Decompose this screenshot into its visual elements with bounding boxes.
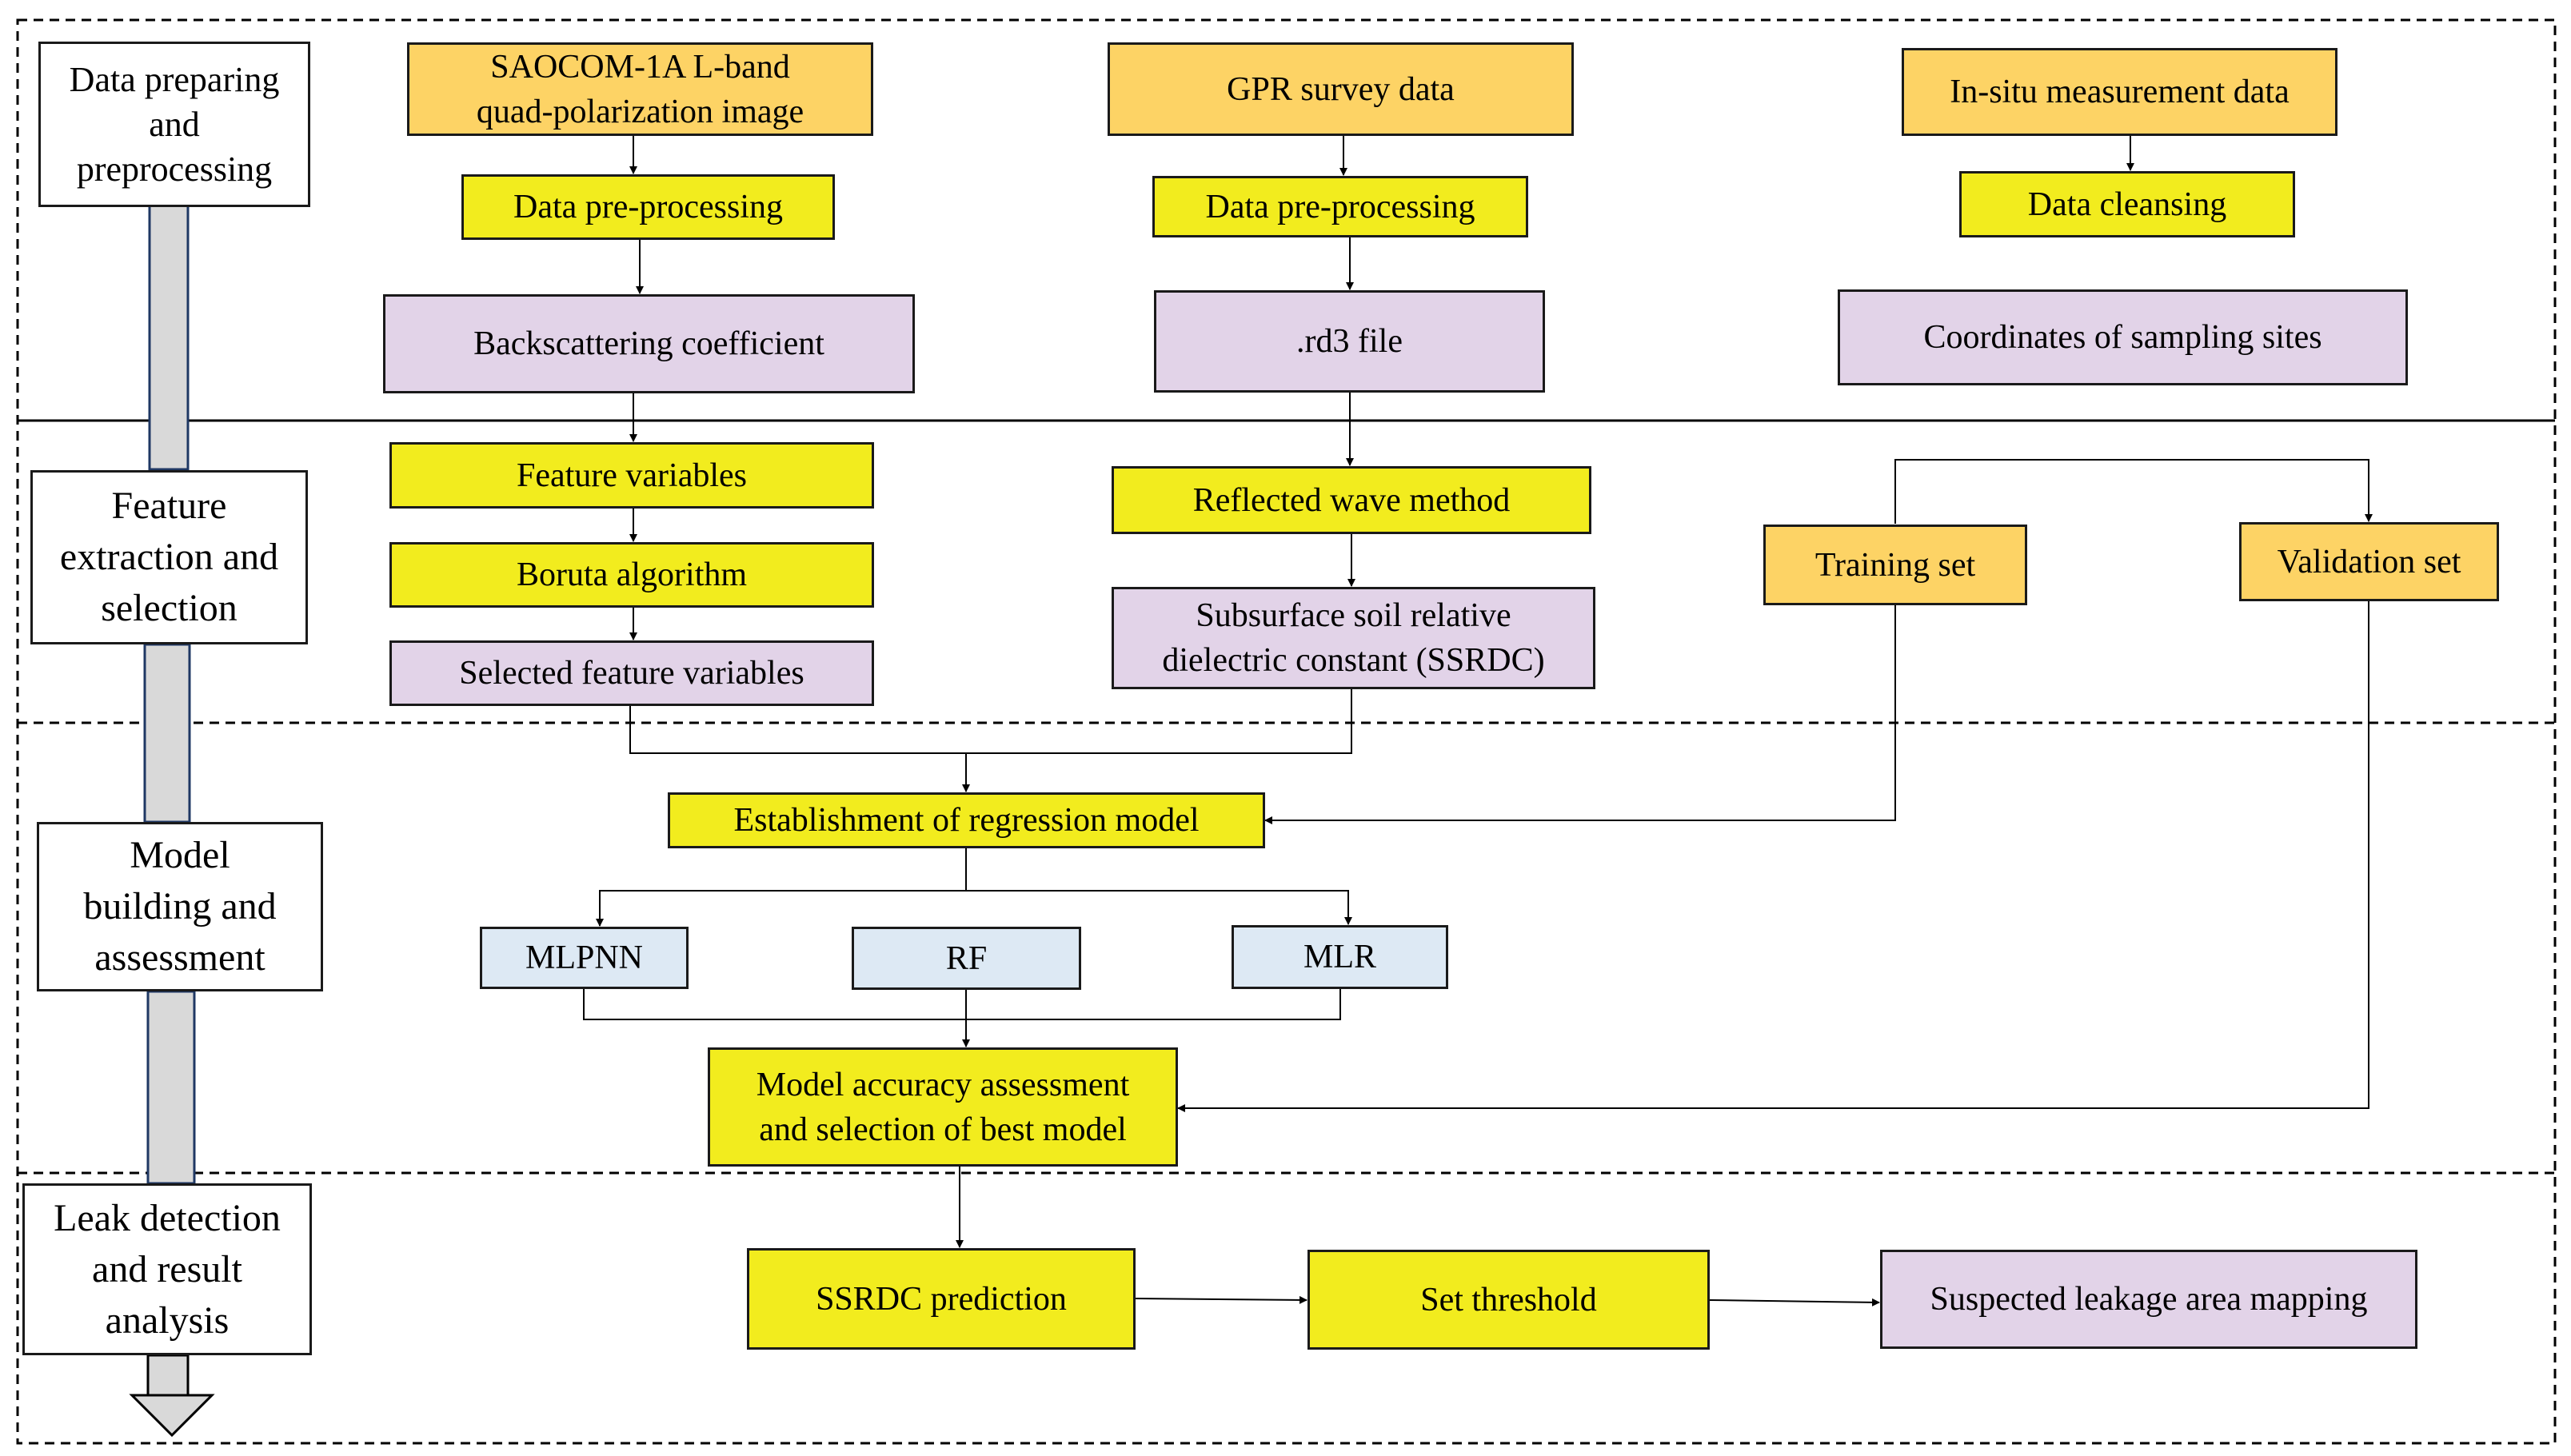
- node-reflected-wave-method: Reflected wave method: [1112, 466, 1591, 534]
- node-boruta-algorithm: Boruta algorithm: [389, 542, 874, 608]
- flow-shaft-3: [146, 990, 196, 1185]
- node-regression-model: Establishment of regression model: [668, 792, 1265, 848]
- node-in-situ-data: In-situ measurement data: [1902, 48, 2337, 136]
- flow-shaft-4: [146, 1354, 190, 1397]
- node-suspected-leakage-mapping: Suspected leakage area mapping: [1880, 1250, 2417, 1349]
- node-model-accuracy-assessment: Model accuracy assessment and selection …: [708, 1047, 1178, 1167]
- node-ssrdc: Subsurface soil relative dielectric cons…: [1112, 587, 1595, 689]
- node-set-threshold: Set threshold: [1307, 1250, 1710, 1350]
- outer-frame: [16, 18, 2557, 1445]
- node-training-set: Training set: [1763, 525, 2027, 605]
- node-mlpnn: MLPNN: [480, 927, 689, 989]
- stage-label-feature-extraction: Feature extraction and selection: [30, 470, 308, 644]
- node-coordinates-sampling-sites: Coordinates of sampling sites: [1838, 289, 2408, 385]
- node-rd3-file: .rd3 file: [1154, 290, 1545, 393]
- node-data-preprocessing-gpr: Data pre-processing: [1152, 176, 1528, 237]
- node-ssrdc-prediction: SSRDC prediction: [747, 1248, 1136, 1350]
- node-backscattering-coefficient: Backscattering coefficient: [383, 294, 915, 393]
- node-feature-variables: Feature variables: [389, 442, 874, 509]
- stage-label-data-preparing: Data preparing and preprocessing: [38, 42, 310, 207]
- node-data-cleansing: Data cleansing: [1959, 171, 2295, 237]
- node-data-preprocessing-sar: Data pre-processing: [461, 174, 835, 240]
- node-rf: RF: [852, 927, 1081, 990]
- flow-shaft-1: [148, 204, 190, 471]
- flow-shaft-2: [143, 643, 191, 824]
- flow-arrowhead: [129, 1394, 215, 1438]
- node-gpr-survey-data: GPR survey data: [1108, 42, 1574, 136]
- node-mlr: MLR: [1232, 925, 1448, 989]
- node-saocom-image: SAOCOM-1A L-band quad-polarization image: [407, 42, 873, 136]
- node-selected-feature-variables: Selected feature variables: [389, 640, 874, 706]
- node-validation-set: Validation set: [2239, 522, 2499, 601]
- stage-label-model-building: Model building and assessment: [37, 822, 323, 991]
- stage-label-leak-detection: Leak detection and result analysis: [22, 1183, 312, 1355]
